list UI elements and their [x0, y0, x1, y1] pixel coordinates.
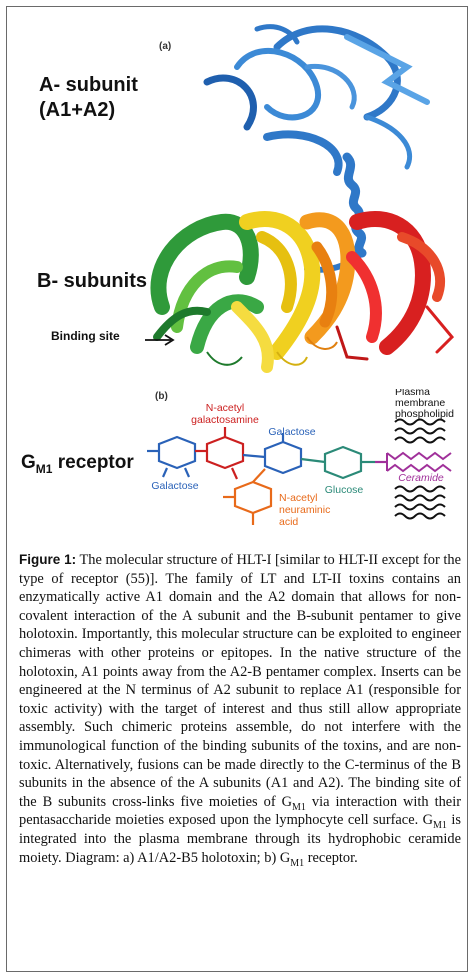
binding-site-arrow-icon	[145, 334, 175, 346]
label-n-acetyl-neuraminic-1: N-acetyl	[279, 492, 318, 504]
caption-sub-2: M1	[433, 820, 447, 832]
figure-caption: Figure 1: The molecular structure of HLT…	[19, 551, 461, 869]
holotoxin-structure	[150, 24, 455, 373]
gm1-receptor-g: G	[21, 452, 36, 473]
b-subunit-red	[335, 211, 455, 361]
caption-part-3: is integrated into the plasma membrane t…	[19, 812, 461, 866]
label-glucose: Glucose	[325, 484, 364, 496]
galnac-ring	[195, 427, 245, 480]
panel-a-tag: (a)	[159, 41, 172, 52]
label-galactose-left: Galactose	[151, 480, 198, 492]
a-subunit-label-line1: A- subunit	[39, 74, 138, 96]
binding-site-text: Binding site	[51, 329, 120, 343]
panel-b: (b) GM1 receptor	[7, 389, 467, 539]
neuraminic-ring	[223, 468, 273, 525]
caption-part-2: via interaction with their pentasacchari…	[19, 793, 461, 829]
panel-a: (a)	[7, 7, 467, 389]
b-subunit-yellow	[231, 211, 321, 373]
figure-label: Figure 1:	[19, 552, 77, 567]
caption-sub-3: M1	[290, 857, 305, 869]
glucose-ring	[300, 445, 375, 480]
panel-b-tag: (b)	[155, 391, 168, 402]
label-n-acetyl-galactosamine-2: galactosamine	[191, 414, 259, 426]
label-n-acetyl-neuraminic-2: neuraminic	[279, 504, 330, 516]
b-subunit-green	[150, 213, 264, 354]
gm1-receptor-sub: M1	[35, 461, 53, 476]
galactose-left-ring	[147, 435, 197, 478]
b-subunit-loops	[206, 336, 338, 366]
label-ceramide: Ceramide	[398, 472, 444, 484]
a-subunit-label: A- subunit (A1+A2)	[39, 73, 138, 123]
a-subunit-label-line2: (A1+A2)	[39, 99, 116, 121]
label-n-acetyl-neuraminic-3: acid	[279, 516, 298, 528]
b-subunits-label: B- subunits	[37, 270, 147, 292]
gm1-receptor-label: GM1 receptor	[21, 451, 134, 477]
label-galactose-top: Galactose	[268, 426, 315, 438]
phospholipid-waves	[394, 418, 446, 520]
label-plasma-1: Plasma	[395, 389, 430, 398]
label-plasma-2: membrane	[395, 397, 445, 409]
ceramide-zigzag	[386, 451, 452, 473]
gm1-receptor-tail: receptor	[52, 452, 134, 473]
binding-site-label: Binding site	[51, 329, 120, 344]
b-subunit-orange	[299, 212, 356, 345]
figure-frame: (a)	[6, 6, 468, 972]
caption-part-1: The molecular structure of HLT-I [simila…	[19, 552, 461, 810]
gm1-structure-diagram: N-acetyl galactosamine Galactose Galacto…	[147, 389, 454, 528]
label-n-acetyl-galactosamine-1: N-acetyl	[206, 402, 245, 414]
galactose-mid-ring	[242, 433, 303, 475]
label-plasma-3: phospholipid	[395, 408, 454, 420]
caption-part-4: receptor.	[304, 849, 358, 866]
caption-sub-1: M1	[292, 801, 306, 813]
